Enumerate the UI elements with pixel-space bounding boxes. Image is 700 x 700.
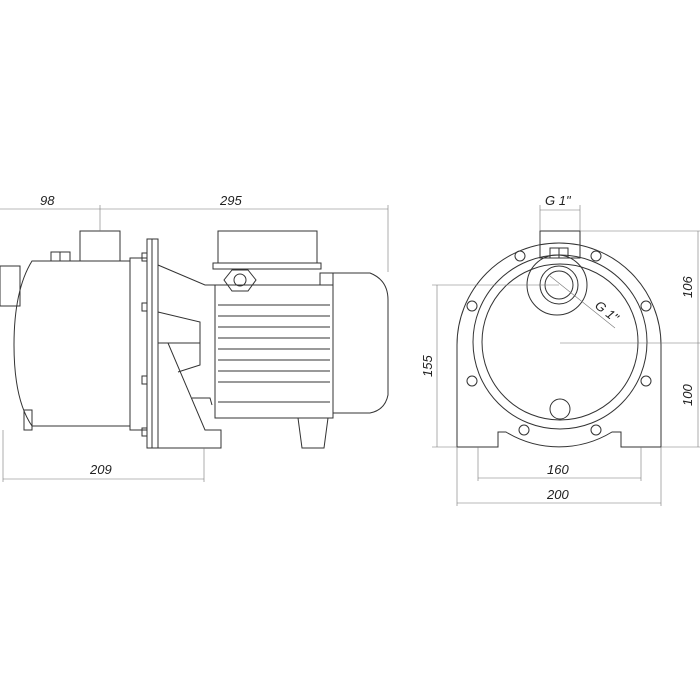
flange-step xyxy=(129,257,148,431)
motor-foot xyxy=(297,417,329,449)
dim-155: 155 xyxy=(420,355,435,377)
flange-outline xyxy=(456,242,662,448)
dim-106: 106 xyxy=(680,276,695,298)
dim-98: 98 xyxy=(40,193,55,208)
dim-100: 100 xyxy=(680,384,695,406)
cooling-fins xyxy=(218,304,330,403)
dim-160: 160 xyxy=(547,462,569,477)
dim-200: 200 xyxy=(546,487,569,502)
cable-gland-icon xyxy=(223,269,257,292)
flange-ring xyxy=(472,254,648,430)
side-view: 98 295 209 xyxy=(0,193,389,482)
inlet-pipe xyxy=(0,265,21,307)
bolt-holes xyxy=(466,250,652,436)
front-view: G 1" G 1" 106 100 155 160 200 xyxy=(420,193,700,506)
fan-cover xyxy=(332,272,389,414)
pump-housing xyxy=(13,260,131,427)
dim-outlet-thread: G 1" xyxy=(545,193,572,208)
dim-209: 209 xyxy=(89,462,112,477)
dim-295: 295 xyxy=(219,193,242,208)
outlet-port xyxy=(79,230,121,262)
terminal-box xyxy=(217,230,318,264)
inner-casing xyxy=(481,263,639,421)
drain-plug xyxy=(549,398,571,420)
